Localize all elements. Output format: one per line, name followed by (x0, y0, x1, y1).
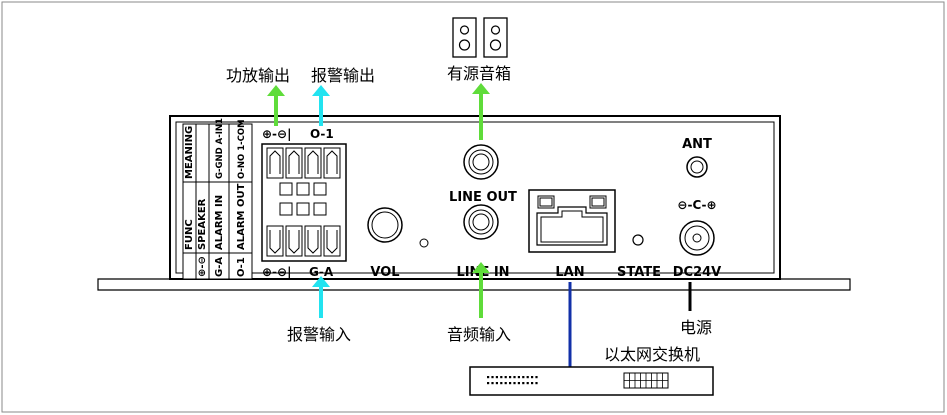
terminal-block (261, 143, 347, 262)
ant-label: ANT (682, 137, 712, 152)
dc-power-jack[interactable] (679, 220, 715, 256)
line-out-jack[interactable] (463, 144, 499, 180)
line-out-label: LINE OUT (449, 190, 517, 205)
callout-alarm-output: 报警输出 (311, 66, 375, 85)
state-led (632, 234, 644, 246)
state-label: STATE (617, 265, 661, 280)
table-row-alarmin-func: G-A (214, 257, 225, 277)
small-hole (419, 238, 429, 248)
callout-power: 电源 (680, 318, 712, 337)
antenna-connector[interactable] (686, 156, 708, 178)
lan-port[interactable] (528, 189, 616, 253)
function-table: MEANING FUNC ⊕-⊖ SPEAKER G-A ALARM IN G-… (182, 118, 253, 280)
top-terminal-label-right: O-1 (310, 127, 334, 141)
table-row-alarmin-meaning: G-GND A-IN1 (215, 118, 225, 179)
speaker-icon (452, 17, 477, 58)
table-row-alarmin-name: ALARM IN (214, 195, 225, 250)
bottom-terminal-label-left: ⊕-⊖| (262, 265, 291, 279)
ethernet-switch (469, 366, 714, 396)
top-terminal-label-left: ⊕-⊖| (262, 127, 291, 141)
arrow-amp-output (267, 85, 285, 126)
line-in-jack[interactable] (463, 204, 499, 240)
callout-amp-output: 功放输出 (226, 66, 290, 85)
vol-label: VOL (370, 265, 399, 280)
callout-active-speaker: 有源音箱 (447, 64, 511, 83)
volume-knob[interactable] (367, 207, 403, 243)
dc-polarity-label: ⊖-C-⊕ (677, 198, 716, 212)
table-header-meaning: MEANING (184, 126, 195, 179)
arrow-active-speaker (472, 83, 490, 140)
bottom-terminal-label-right: G-A (309, 265, 334, 279)
speaker-icon (483, 17, 508, 58)
table-header-func: FUNC (184, 219, 195, 250)
arrow-alarm-output (312, 85, 330, 126)
arrow-audio-input (472, 262, 490, 318)
table-row-alarmout-func: O-1 (236, 257, 247, 277)
callout-audio-input: 音频输入 (447, 325, 511, 344)
callout-alarm-input: 报警输入 (287, 325, 351, 344)
table-row-speaker-name: SPEAKER (197, 198, 208, 250)
dc24v-label: DC24V (673, 265, 721, 280)
table-row-alarmout-name: ALARM OUT (236, 183, 247, 250)
table-row-alarmout-meaning: O-NO 1-COM (237, 119, 247, 179)
lan-label: LAN (555, 265, 584, 280)
arrow-alarm-input (312, 276, 330, 318)
table-row-speaker-func: ⊕-⊖ (197, 256, 208, 277)
callout-ethernet-switch: 以太网交换机 (604, 345, 700, 364)
